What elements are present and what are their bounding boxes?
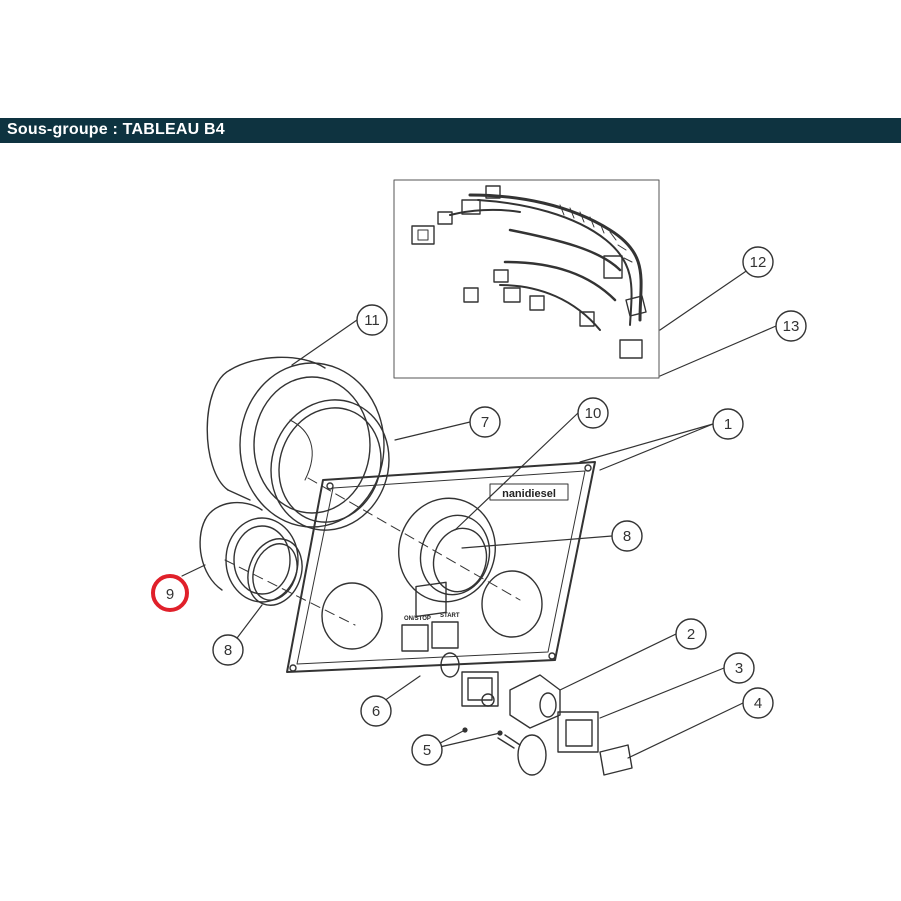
svg-text:2: 2 (687, 626, 695, 643)
callout-13: 13 (775, 310, 807, 342)
svg-text:3: 3 (735, 660, 743, 677)
callout-7: 7 (469, 406, 501, 438)
svg-text:13: 13 (783, 318, 800, 335)
svg-text:12: 12 (750, 254, 767, 271)
panel-label-start: START (440, 613, 460, 619)
svg-text:6: 6 (372, 703, 380, 720)
svg-text:9: 9 (166, 586, 174, 603)
svg-text:8: 8 (224, 642, 232, 659)
svg-text:1: 1 (724, 416, 732, 433)
callout-6: 6 (360, 695, 392, 727)
svg-text:10: 10 (585, 405, 602, 422)
callout-1: 1 (712, 408, 744, 440)
switch-assembly (415, 581, 633, 776)
callout-2: 2 (675, 618, 707, 650)
dashboard-panel: nanidiesel ON/STOP START (224, 461, 596, 673)
callout-11: 11 (356, 304, 388, 336)
callout-5: 5 (411, 734, 443, 766)
section-header: Sous-groupe : TABLEAU B4 (0, 118, 901, 143)
small-bezel-ring (247, 538, 303, 606)
callout-9-highlighted: 9 (151, 574, 189, 612)
large-bezel-ring (270, 399, 390, 531)
callout-10: 10 (577, 397, 609, 429)
callout-3: 3 (723, 652, 755, 684)
harness-inset (393, 179, 660, 379)
svg-text:8: 8 (623, 528, 631, 545)
callout-4: 4 (742, 687, 774, 719)
svg-text:11: 11 (364, 312, 380, 329)
svg-text:4: 4 (754, 695, 762, 712)
panel-label-stop: ON/STOP (404, 616, 431, 622)
callout-8-panel: 8 (611, 520, 643, 552)
callout-8-small: 8 (212, 634, 244, 666)
panel-logo-text: nanidiesel (502, 488, 556, 500)
callout-12: 12 (742, 246, 774, 278)
svg-text:5: 5 (423, 742, 431, 759)
large-gauge-body (206, 356, 385, 528)
svg-text:7: 7 (481, 414, 489, 431)
section-title: Sous-groupe : TABLEAU B4 (7, 121, 225, 138)
leader-lines (181, 262, 777, 759)
